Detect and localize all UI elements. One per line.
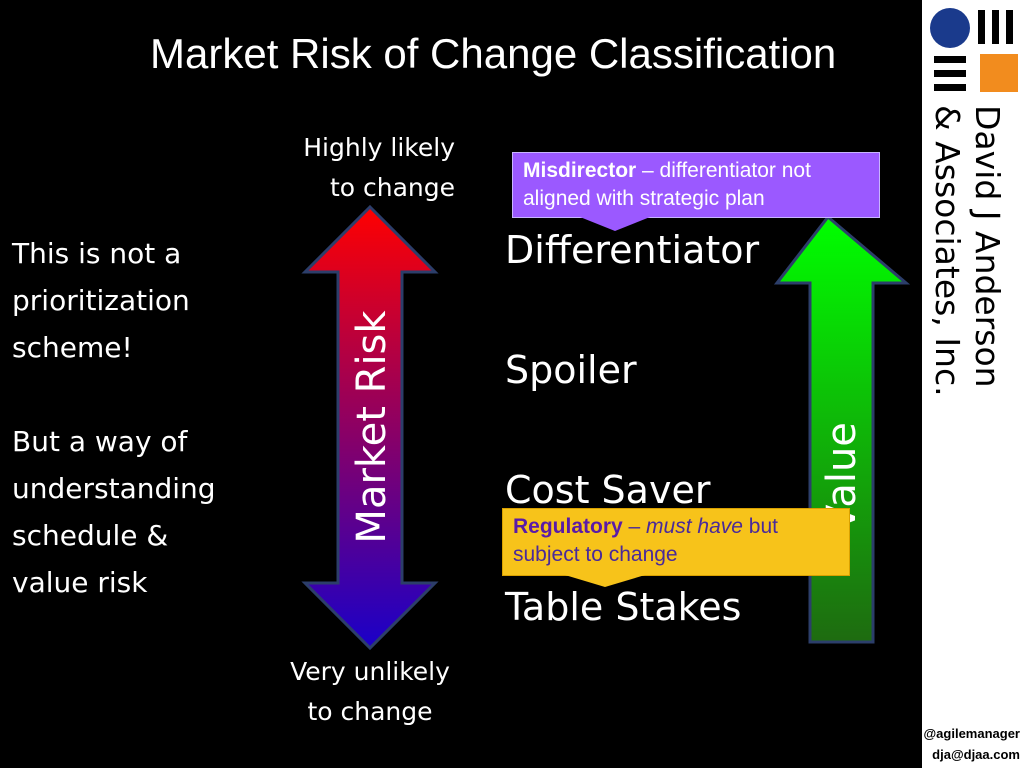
category-table-stakes: Table Stakes: [505, 585, 742, 629]
company-name-line-2: & Associates, Inc.: [932, 105, 967, 397]
category-spoiler: Spoiler: [505, 348, 637, 392]
misdirector-pointer: [580, 217, 650, 231]
risk-top-label: Highly likely to change: [270, 128, 455, 208]
value-arrow: Value: [773, 215, 910, 644]
misdirector-text: – differentiator not aligned with strate…: [523, 159, 811, 210]
market-risk-label: Market Risk: [349, 310, 395, 544]
regulatory-dash: –: [622, 515, 647, 538]
side-note: This is not a prioritization scheme! But…: [12, 230, 252, 653]
contact-email: dja@djaa.com: [932, 747, 1020, 762]
misdirector-callout: Misdirector – differentiator not aligned…: [512, 152, 880, 218]
category-differentiator: Differentiator: [505, 228, 760, 272]
market-risk-arrow: Market Risk: [301, 205, 439, 650]
category-cost-saver: Cost Saver: [505, 468, 711, 512]
slide: Market Risk of Change Classification Thi…: [12, 30, 910, 732]
company-name-line-1: David J Anderson: [968, 105, 1007, 388]
note-line-2: But a way of understanding schedule & va…: [12, 425, 216, 599]
risk-bottom-label-line-1: Very unlikely: [290, 657, 450, 686]
company-name: David J Anderson & Associates, Inc.: [932, 105, 1007, 397]
risk-bottom-label-line-2: to change: [307, 697, 433, 726]
regulatory-text: but subject to change: [513, 515, 778, 566]
regulatory-callout: Regulatory – must have but subject to ch…: [502, 508, 850, 576]
regulatory-emphasis: must have: [646, 515, 743, 538]
misdirector-title: Misdirector: [523, 159, 637, 182]
note-line-1: This is not a prioritization scheme!: [12, 237, 190, 364]
risk-top-label-line-1: Highly likely: [303, 133, 455, 162]
brand-sidebar: [922, 0, 1024, 768]
slide-title: Market Risk of Change Classification: [150, 30, 837, 77]
regulatory-pointer: [565, 575, 645, 587]
company-logo-icon: [930, 8, 1018, 92]
risk-top-label-line-2: to change: [329, 173, 455, 202]
regulatory-title: Regulatory: [513, 515, 623, 538]
risk-bottom-label: Very unlikely to change: [270, 652, 470, 732]
contact-twitter: @agilemanager: [923, 726, 1021, 741]
